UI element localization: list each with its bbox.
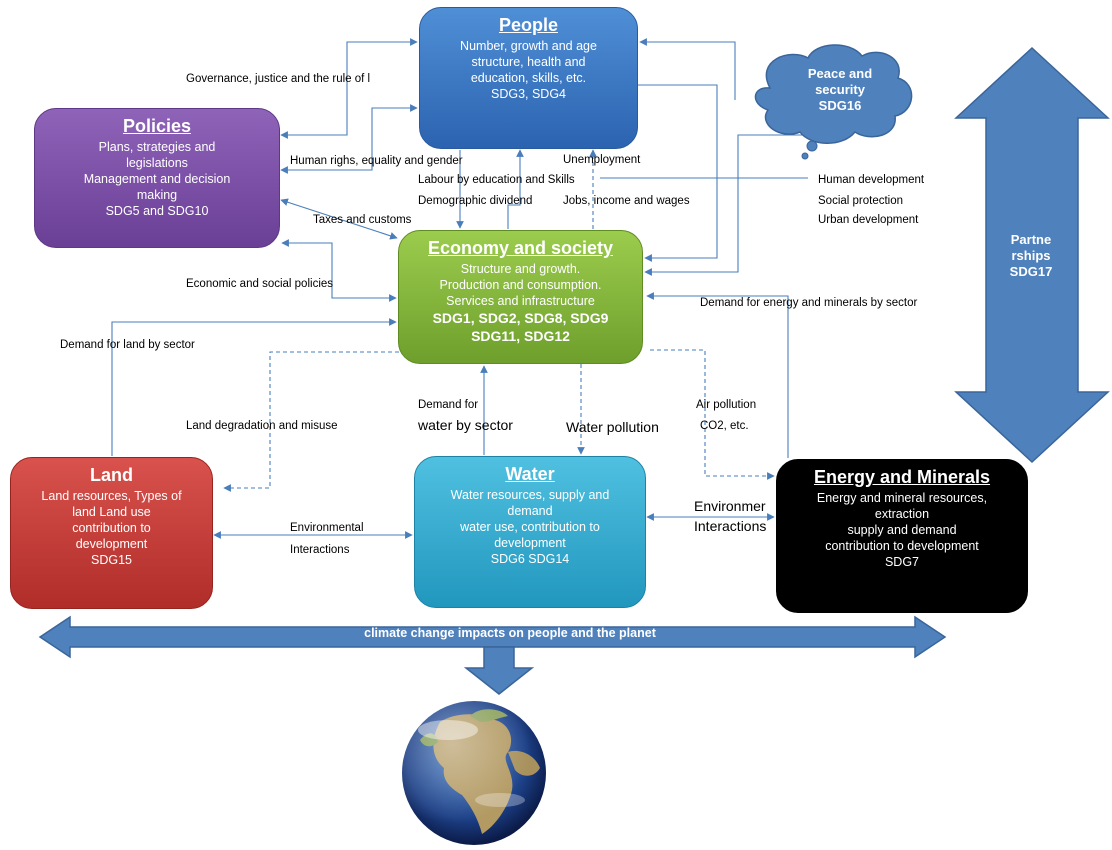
- land-line: Land resources, Types of: [41, 489, 182, 503]
- link-labour-up: [507, 149, 524, 229]
- earth-globe: [402, 701, 546, 845]
- link-land-demand: [111, 318, 397, 456]
- water-line: development: [494, 536, 566, 550]
- partnerships-label: Partne rships SDG17: [1003, 232, 1059, 280]
- label-urban-development: Urban development: [818, 214, 919, 226]
- label-co2: CO2, etc.: [700, 420, 749, 432]
- policies-line: Plans, strategies and: [98, 140, 216, 154]
- land-line: SDG15: [91, 553, 132, 567]
- label-social-protection: Social protection: [818, 195, 904, 207]
- people-line: SDG3, SDG4: [490, 87, 567, 101]
- peace-cloud-shape: [754, 44, 913, 160]
- people-title: People: [498, 15, 559, 35]
- partnership-line: Partne: [1010, 232, 1052, 247]
- partnerships-arrow: [954, 46, 1110, 464]
- label-land-degradation: Land degradation and misuse: [186, 420, 338, 432]
- label-labour: Labour by education and Skills: [418, 174, 575, 186]
- label-econ-social-policies: Economic and social policies: [186, 278, 334, 290]
- label-demand-energy: Demand for energy and minerals by sector: [700, 297, 918, 309]
- label-unemployment: Unemployment: [563, 154, 641, 166]
- link-land-degradation: [223, 351, 420, 492]
- label-human-development: Human development: [818, 174, 925, 186]
- people-box: People Number, growth and age structure,…: [419, 7, 638, 149]
- label-demographic: Demographic dividend: [418, 195, 533, 207]
- label-env-interactions-right-2: Interactions: [694, 518, 767, 534]
- link-econ-policies: [281, 239, 397, 302]
- policies-box: Policies Plans, strategies and legislati…: [34, 108, 280, 248]
- partnership-line: SDG17: [1009, 264, 1053, 279]
- peace-line: Peace and: [807, 66, 873, 81]
- water-line: SDG6 SDG14: [490, 552, 570, 566]
- link-peace-people: [639, 38, 736, 100]
- label-demand-land: Demand for land by sector: [60, 339, 195, 351]
- energy-box: Energy and Minerals Energy and mineral r…: [776, 459, 1028, 613]
- policies-line: SDG5 and SDG10: [105, 204, 209, 218]
- link-people-right-economy: [638, 84, 718, 262]
- policies-line: legislations: [126, 156, 188, 170]
- economy-title: Economy and society: [427, 238, 614, 258]
- label-human-rights: Human righs, equality and gender: [290, 155, 463, 167]
- land-title: Land: [90, 465, 133, 485]
- energy-line: SDG7: [884, 555, 920, 569]
- peace-line: SDG16: [818, 98, 862, 113]
- link-human-rights: [280, 104, 418, 174]
- people-line: Number, growth and age: [460, 39, 597, 53]
- label-demand-water-2: water by sector: [418, 417, 513, 433]
- economy-box: Economy and society Structure and growth…: [398, 230, 643, 364]
- water-line: water use, contribution to: [460, 520, 600, 534]
- label-air-pollution: Air pollution: [696, 399, 757, 411]
- policies-line: making: [136, 188, 178, 202]
- link-taxes: [280, 198, 398, 240]
- label-demand-water-1: Demand for: [418, 399, 479, 411]
- link-peace-economy: [644, 134, 810, 276]
- land-line: development: [75, 537, 148, 551]
- economy-sdgs: SDG1, SDG2, SDG8, SDG9: [432, 310, 609, 326]
- down-arrow: [463, 646, 535, 695]
- land-box: Land Land resources, Types of land Land …: [10, 457, 213, 609]
- land-line: contribution to: [72, 521, 151, 535]
- water-line: demand: [507, 504, 553, 518]
- label-env-interactions-2: Interactions: [290, 544, 350, 556]
- water-box: Water Water resources, supply and demand…: [414, 456, 646, 608]
- energy-line: extraction: [874, 507, 930, 521]
- economy-line: Production and consumption.: [439, 278, 602, 292]
- energy-line: supply and demand: [847, 523, 957, 537]
- climate-label: climate change impacts on people and the…: [364, 626, 656, 640]
- people-line: structure, health and: [471, 55, 586, 69]
- people-line: education, skills, etc.: [470, 71, 587, 85]
- label-taxes: Taxes and customs: [313, 214, 412, 226]
- label-jobs: Jobs, income and wages: [563, 195, 690, 207]
- link-air-pollution: [650, 349, 775, 480]
- peace-line: security: [815, 82, 865, 97]
- economy-sdgs: SDG11, SDG12: [471, 328, 570, 344]
- label-governance: Governance, justice and the rule of l: [186, 73, 371, 85]
- economy-line: Structure and growth.: [460, 262, 581, 276]
- partnership-line: rships: [1011, 248, 1051, 263]
- policies-line: Management and decision: [83, 172, 231, 186]
- water-line: Water resources, supply and: [450, 488, 610, 502]
- climate-arrow: [38, 615, 947, 659]
- energy-line: Energy and mineral resources,: [816, 491, 988, 505]
- label-env-interactions-right-1: Environmer: [694, 498, 766, 514]
- policies-title: Policies: [122, 116, 192, 136]
- label-env-interactions-1: Environmental: [290, 522, 364, 534]
- energy-line: contribution to development: [825, 539, 979, 553]
- label-water-pollution: Water pollution: [566, 419, 659, 435]
- link-governance: [280, 38, 418, 139]
- link-energy-demand: [646, 292, 789, 458]
- economy-line: Services and infrastructure: [446, 294, 595, 308]
- energy-title: Energy and Minerals: [813, 467, 991, 487]
- peace-security-label: Peace and security SDG16: [790, 66, 890, 114]
- land-line: land Land use: [72, 505, 151, 519]
- water-title: Water: [505, 464, 555, 484]
